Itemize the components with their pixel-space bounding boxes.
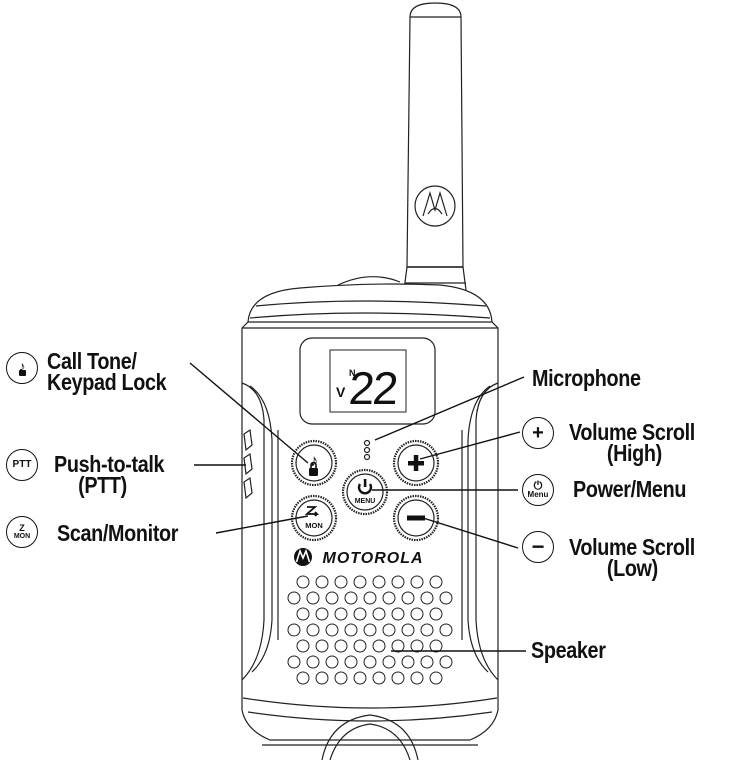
note-lock-icon: ♪ <box>6 352 38 384</box>
svg-text:22: 22 <box>347 362 398 414</box>
scan-mon-icon: Z MON <box>6 516 38 548</box>
svg-text:MON: MON <box>305 521 323 530</box>
lock-icon <box>309 468 318 476</box>
svg-text:V: V <box>336 384 346 400</box>
power-menu-icon: ⏻ Menu <box>522 474 554 506</box>
note-icon: ♪ <box>310 451 319 470</box>
svg-text:MENU: MENU <box>355 498 376 505</box>
label-call-tone: Call Tone/ Keypad Lock <box>47 348 167 395</box>
speaker-grille <box>287 575 453 685</box>
svg-text:N: N <box>349 368 356 378</box>
label-power-menu: Power/Menu <box>573 476 687 502</box>
label-volume-low: Volume Scroll (Low) <box>569 534 695 581</box>
button-glyphs: ♪ MENU MON MOTOROLA <box>294 451 425 567</box>
body-shell <box>241 321 499 761</box>
label-microphone: Microphone <box>532 365 641 391</box>
plus-icon: + <box>522 417 554 449</box>
ptt-icon: PTT <box>6 449 38 481</box>
label-scan-monitor: Scan/Monitor <box>57 520 179 546</box>
brand-wordmark: MOTOROLA <box>322 550 423 567</box>
antenna <box>403 2 467 291</box>
minus-icon: − <box>522 531 554 563</box>
lcd-display <box>299 337 436 425</box>
label-push-to-talk: Push-to-talk (PTT) <box>54 451 165 498</box>
label-volume-high: Volume Scroll (High) <box>569 419 695 466</box>
label-speaker: Speaker <box>531 637 606 663</box>
top-cap <box>247 276 493 323</box>
leader-lines <box>189 362 526 652</box>
lcd-digits: V 22 N <box>336 362 398 414</box>
